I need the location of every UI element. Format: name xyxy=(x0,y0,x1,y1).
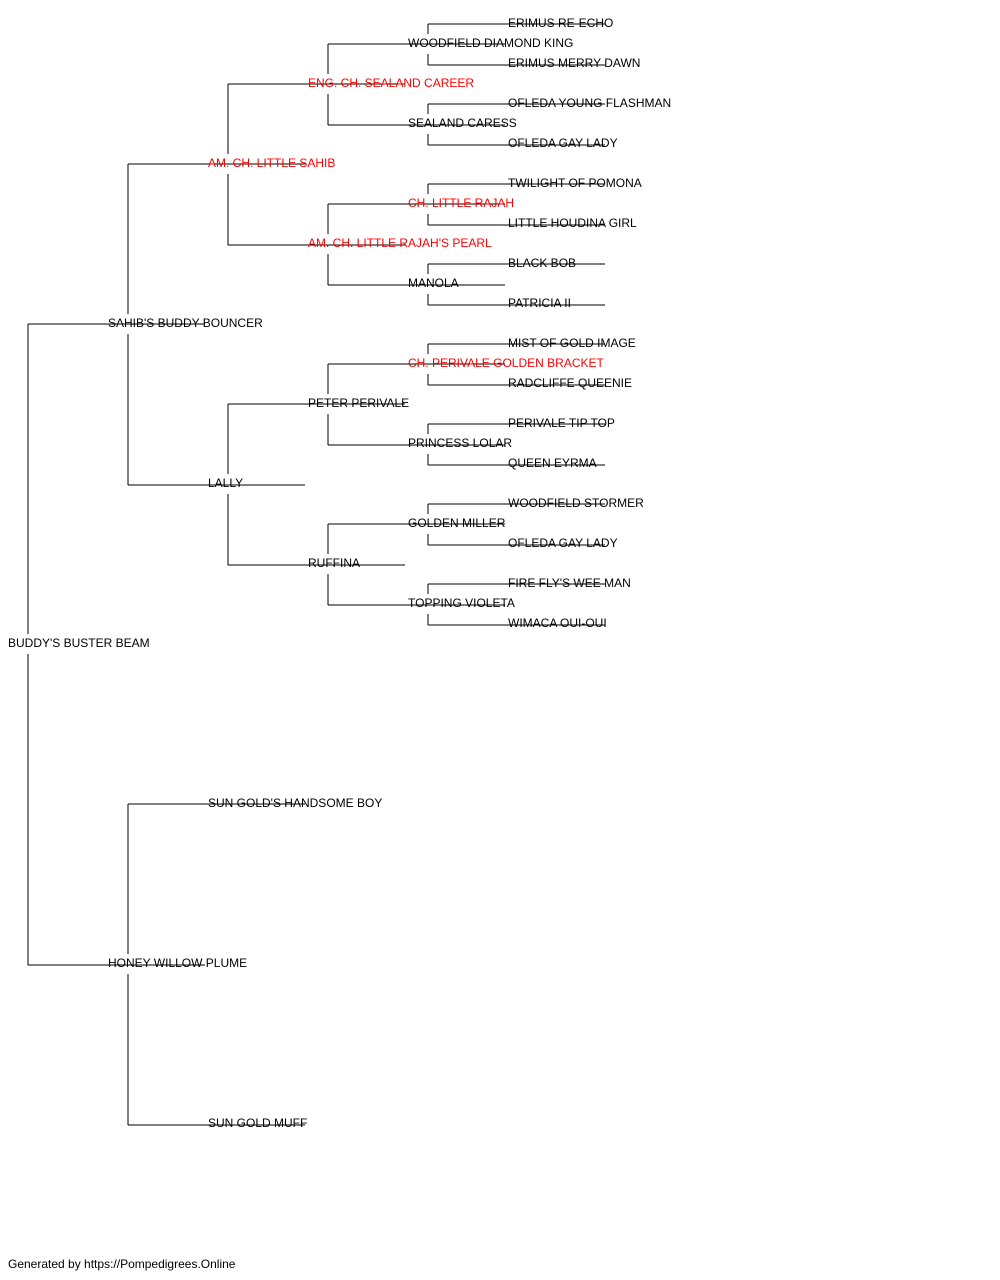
dog-name-woodfield-diamond-king: WOODFIELD DIAMOND KING xyxy=(408,36,573,50)
dog-name-radcliffe-queenie: RADCLIFFE QUEENIE xyxy=(508,376,632,390)
dog-name-patricia-ii: PATRICIA II xyxy=(508,296,571,310)
dog-name-wimaca-oui-oui: WIMACA OUI-OUI xyxy=(508,616,607,630)
dog-name-queen-eyrma: QUEEN EYRMA xyxy=(508,456,597,470)
dog-name-buddy-s-buster-beam: BUDDY'S BUSTER BEAM xyxy=(8,636,150,650)
dog-name-woodfield-stormer: WOODFIELD STORMER xyxy=(508,496,644,510)
dog-name-manola: MANOLA xyxy=(408,276,459,290)
dog-name-erimus-merry-dawn: ERIMUS MERRY DAWN xyxy=(508,56,640,70)
dog-name-topping-violeta: TOPPING VIOLETA xyxy=(408,596,515,610)
dog-name-sahib-s-buddy-bouncer: SAHIB'S BUDDY BOUNCER xyxy=(108,316,263,330)
dog-name-am-ch-little-rajah-s-pearl: AM. CH. LITTLE RAJAH'S PEARL xyxy=(308,236,492,250)
dog-name-ch-little-rajah: CH. LITTLE RAJAH xyxy=(408,196,514,210)
dog-name-lally: LALLY xyxy=(208,476,243,490)
dog-name-erimus-re-echo: ERIMUS RE-ECHO xyxy=(508,16,613,30)
dog-name-ch-perivale-golden-bracket: CH. PERIVALE GOLDEN BRACKET xyxy=(408,356,604,370)
dog-name-mist-of-gold-image: MIST OF GOLD IMAGE xyxy=(508,336,636,350)
dog-name-princess-lolar: PRINCESS LOLAR xyxy=(408,436,512,450)
dog-name-am-ch-little-sahib: AM. CH. LITTLE SAHIB xyxy=(208,156,335,170)
dog-name-fire-fly-s-wee-man: FIRE FLY'S WEE MAN xyxy=(508,576,631,590)
footer-credit: Generated by https://Pompedigrees.Online xyxy=(8,1257,236,1271)
dog-name-eng-ch-sealand-career: ENG. CH. SEALAND CAREER xyxy=(308,76,474,90)
dog-name-ofleda-young-flashman: OFLEDA YOUNG FLASHMAN xyxy=(508,96,671,110)
dog-name-twilight-of-pomona: TWILIGHT OF POMONA xyxy=(508,176,642,190)
dog-name-ofleda-gay-lady: OFLEDA GAY LADY xyxy=(508,136,618,150)
pedigree-name-labels: BUDDY'S BUSTER BEAM SAHIB'S BUDDY BOUNCER… xyxy=(8,16,671,1130)
dog-name-ofleda-gay-lady: OFLEDA GAY LADY xyxy=(508,536,618,550)
pedigree-connector-lines xyxy=(27,23,605,1126)
dog-name-sun-gold-muff: SUN GOLD MUFF xyxy=(208,1116,307,1130)
dog-name-little-houdina-girl: LITTLE HOUDINA GIRL xyxy=(508,216,637,230)
dog-name-ruffina: RUFFINA xyxy=(308,556,360,570)
dog-name-sealand-caress: SEALAND CARESS xyxy=(408,116,517,130)
dog-name-honey-willow-plume: HONEY WILLOW PLUME xyxy=(108,956,247,970)
dog-name-peter-perivale: PETER PERIVALE xyxy=(308,396,409,410)
dog-name-perivale-tip-top: PERIVALE TIP TOP xyxy=(508,416,615,430)
dog-name-black-bob: BLACK BOB xyxy=(508,256,576,270)
dog-name-sun-gold-s-handsome-boy: SUN GOLD'S HANDSOME BOY xyxy=(208,796,382,810)
dog-name-golden-miller: GOLDEN MILLER xyxy=(408,516,506,530)
